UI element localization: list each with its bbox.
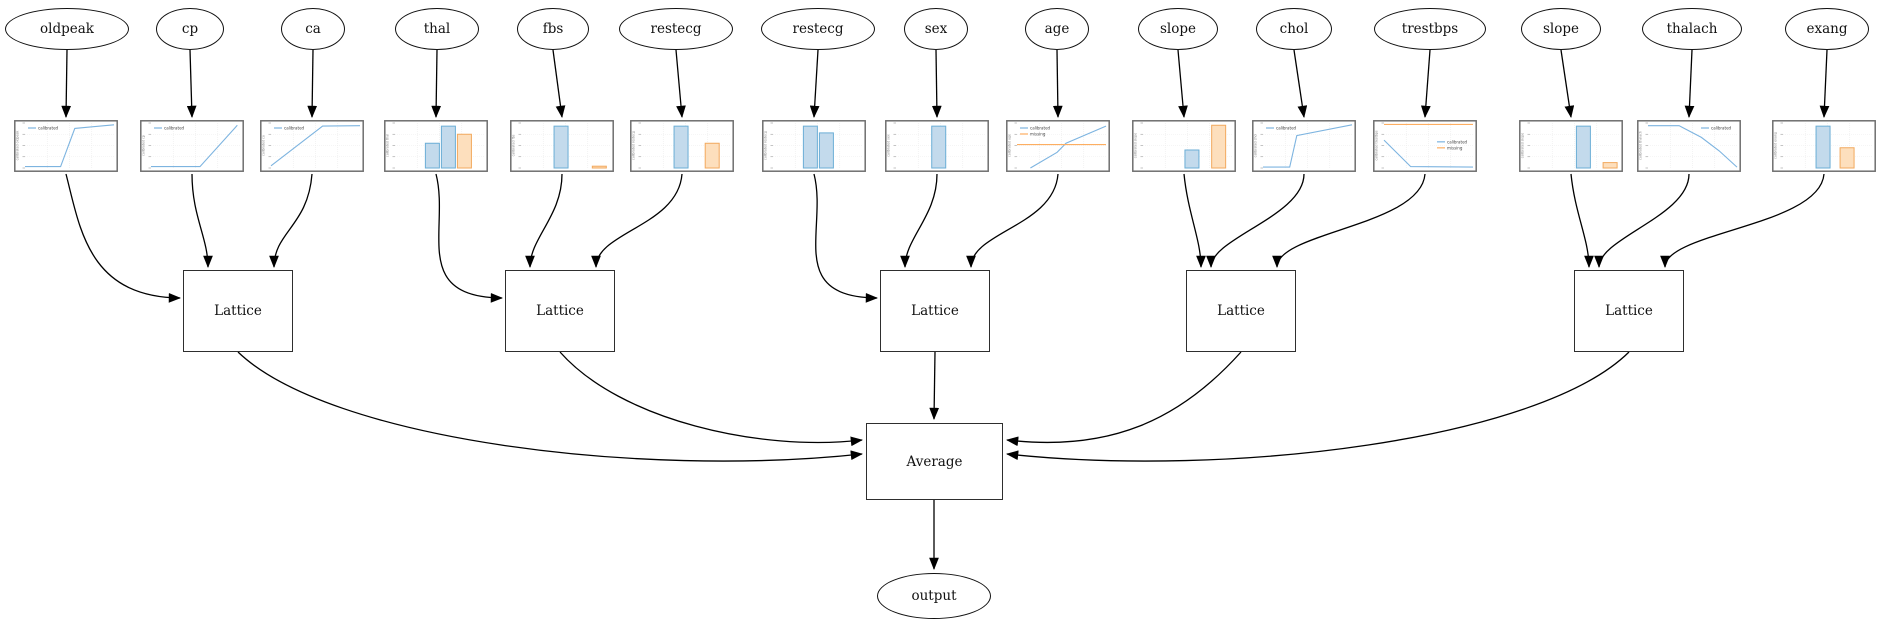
edge-arrows-layer — [61, 49, 1830, 570]
